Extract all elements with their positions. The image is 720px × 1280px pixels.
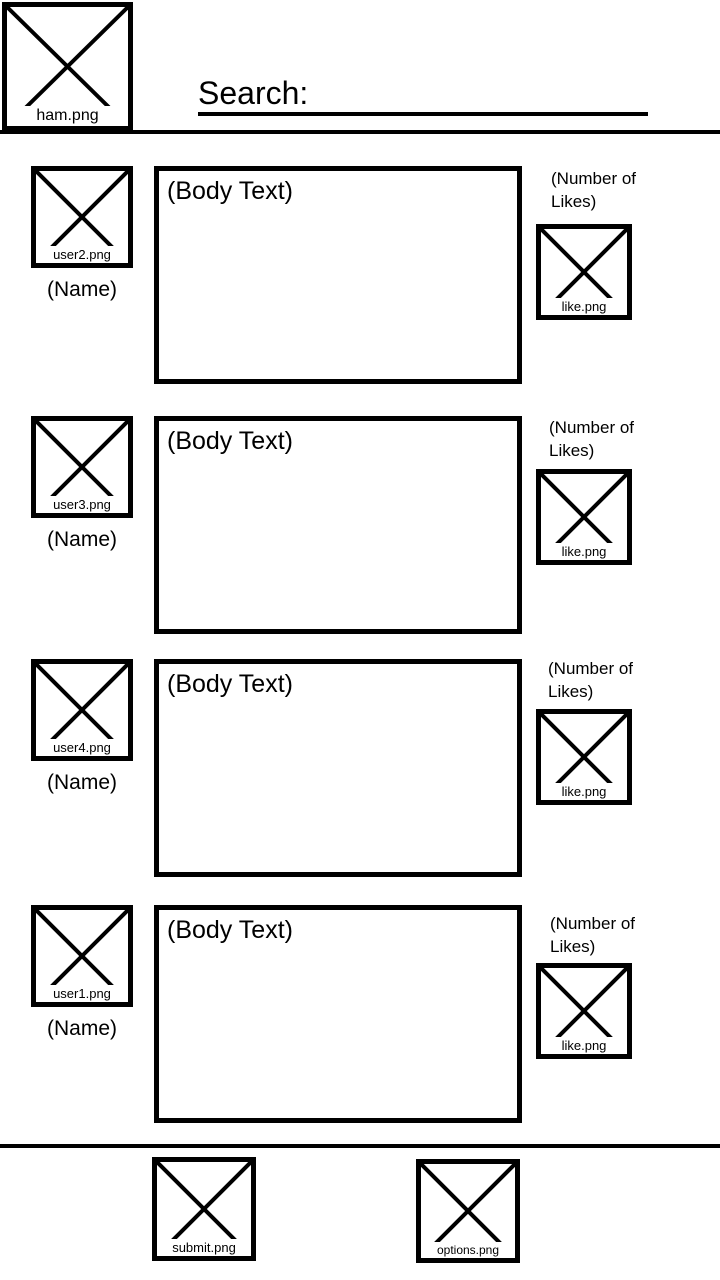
post-body-text: (Body Text)	[167, 427, 293, 455]
avatar[interactable]: user4.png	[31, 659, 133, 761]
avatar-label: user2.png	[36, 246, 128, 263]
options-button-icon[interactable]: options.png	[416, 1159, 520, 1263]
post-body[interactable]: (Body Text)	[154, 166, 522, 384]
header-divider	[0, 130, 720, 134]
avatar[interactable]: user3.png	[31, 416, 133, 518]
avatar[interactable]: user2.png	[31, 166, 133, 268]
options-button-icon-label: options.png	[421, 1242, 515, 1258]
avatar-label: user1.png	[36, 985, 128, 1002]
avatar-label: user4.png	[36, 739, 128, 756]
search-label: Search:	[198, 75, 309, 111]
like-icon[interactable]: like.png	[536, 469, 632, 565]
like-icon[interactable]: like.png	[536, 224, 632, 320]
post-body-text: (Body Text)	[167, 916, 293, 944]
post-body[interactable]: (Body Text)	[154, 659, 522, 877]
avatar[interactable]: user1.png	[31, 905, 133, 1007]
user-name: (Name)	[46, 1017, 117, 1040]
post-body[interactable]: (Body Text)	[154, 905, 522, 1123]
footer-divider	[0, 1144, 720, 1148]
user-name: (Name)	[46, 528, 117, 551]
submit-button-icon[interactable]: submit.png	[152, 1157, 256, 1261]
post-body-text: (Body Text)	[167, 670, 293, 698]
like-icon-label: like.png	[541, 543, 627, 560]
post-body[interactable]: (Body Text)	[154, 416, 522, 634]
like-icon[interactable]: like.png	[536, 963, 632, 1059]
avatar-label: user3.png	[36, 496, 128, 513]
search-input[interactable]	[198, 112, 648, 116]
like-count: (Number of Likes)	[551, 169, 637, 211]
hamburger-menu-icon[interactable]: ham.png	[2, 2, 133, 131]
like-count: (Number of Likes)	[548, 659, 634, 701]
like-icon-label: like.png	[541, 783, 627, 800]
like-icon-label: like.png	[541, 1037, 627, 1054]
like-icon[interactable]: like.png	[536, 709, 632, 805]
submit-button-icon-label: submit.png	[157, 1239, 251, 1256]
post-body-text: (Body Text)	[167, 177, 293, 205]
user-name: (Name)	[46, 771, 117, 794]
like-count: (Number of Likes)	[550, 914, 636, 956]
user-name: (Name)	[46, 278, 117, 301]
like-icon-label: like.png	[541, 298, 627, 315]
hamburger-menu-icon-label: ham.png	[7, 106, 128, 126]
like-count: (Number of Likes)	[549, 418, 635, 460]
